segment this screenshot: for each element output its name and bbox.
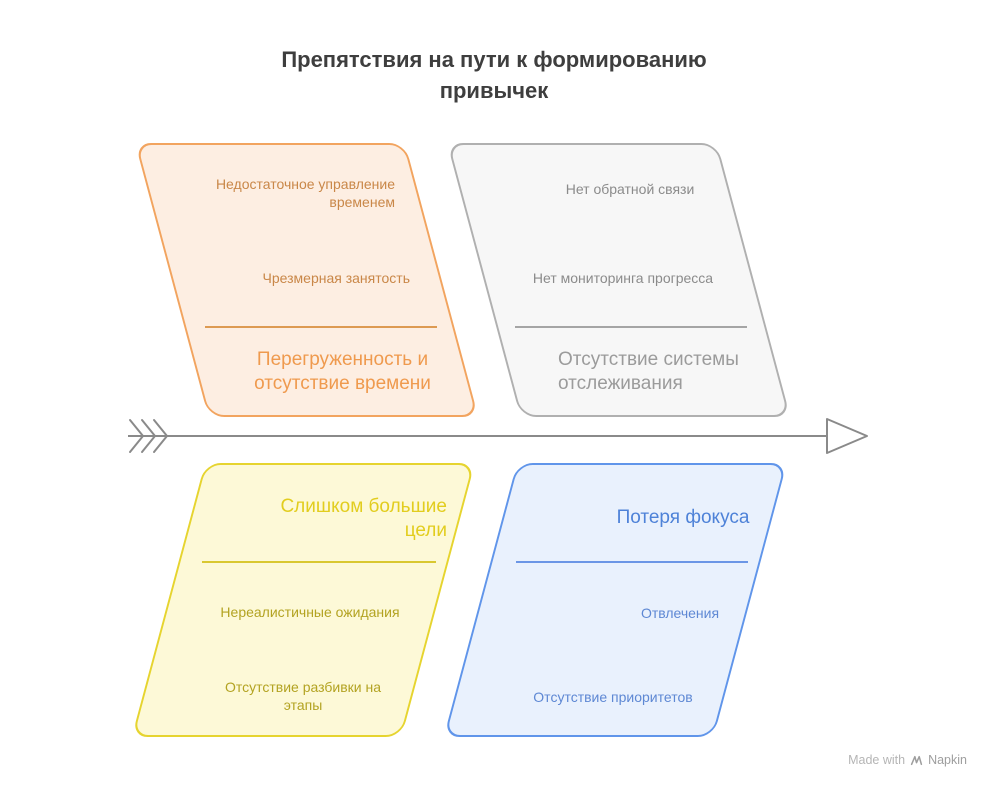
branch-title-overload: Перегруженность и отсутствие времени: [254, 349, 431, 394]
branch-title-tracking: Отсутствие системы отслеживания: [558, 349, 739, 394]
branch-title-focus: Потеря фокуса: [616, 507, 750, 528]
fishbone-spine-arrow: [128, 418, 868, 454]
made-with-label: Made with: [848, 753, 906, 767]
branch-divider: [205, 326, 437, 328]
diagram-title: Препятствия на пути к формированию привы…: [281, 47, 707, 103]
cause-item: Отсутствие разбивки на этапы: [224, 679, 382, 713]
cause-item: Отвлечения: [640, 605, 720, 621]
branch-divider: [516, 561, 748, 563]
arrow-fletching-icon: [129, 419, 168, 453]
cause-item: Чрезмерная занятость: [262, 270, 410, 286]
branch-title-goals: Слишком большие цели: [280, 496, 447, 541]
cause-item: Недостаточное управление временем: [215, 176, 395, 210]
cause-item: Отсутствие приоритетов: [533, 689, 693, 705]
napkin-logo-icon: [910, 755, 923, 765]
branch-divider: [202, 561, 436, 563]
cause-item: Нереалистичные ожидания: [220, 604, 400, 620]
cause-item: Нет мониторинга прогресса: [532, 270, 714, 286]
branch-divider: [515, 326, 747, 328]
napkin-brand-label: Napkin: [928, 753, 967, 767]
cause-item: Нет обратной связи: [565, 181, 695, 197]
made-with-napkin-link[interactable]: Made with Napkin: [848, 753, 967, 767]
arrowhead-icon: [826, 418, 868, 454]
